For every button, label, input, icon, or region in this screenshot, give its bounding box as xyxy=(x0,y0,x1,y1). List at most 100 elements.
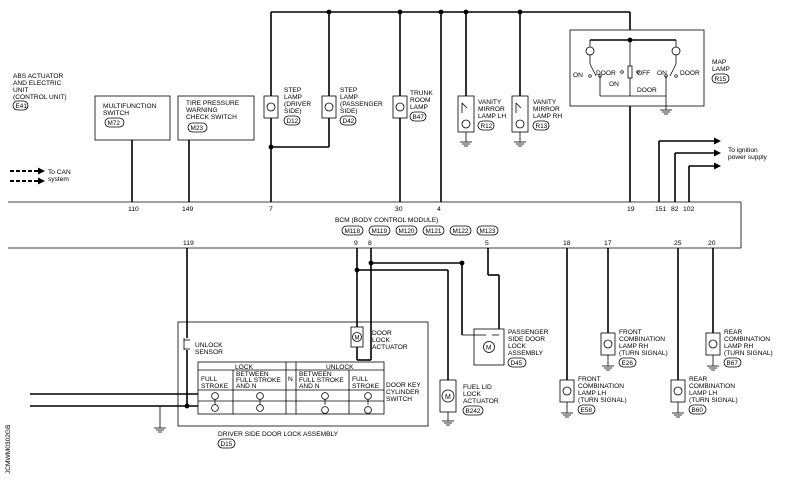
svg-text:BETWEEN: BETWEEN xyxy=(299,371,332,378)
svg-text:UNIT: UNIT xyxy=(13,87,28,94)
trunk-connector: B47 xyxy=(413,114,425,121)
pass-door-connector: D45 xyxy=(511,360,523,367)
passenger-door-lock-assembly: M PASSENGER SIDE DOOR LOCK ASSEMBLY D45 xyxy=(461,248,549,368)
bulb-icon xyxy=(324,102,334,112)
step-lamp-driver: STEP LAMP (DRIVER SIDE) D12 xyxy=(263,12,311,202)
svg-text:SIDE): SIDE) xyxy=(284,108,302,115)
pin-number: 102 xyxy=(683,206,695,213)
svg-text:LAMP RH: LAMP RH xyxy=(724,343,753,350)
ground-icon xyxy=(442,420,454,426)
rear-combination-lamp-rh: REAR COMBINATION LAMP RH (TURN SIGNAL) B… xyxy=(705,248,773,371)
svg-text:TIRE PRESSURE: TIRE PRESSURE xyxy=(186,100,240,107)
ground-icon xyxy=(707,365,719,371)
vanity-mirror-lamp-rh: VANITY MIRROR LAMP RH R13 xyxy=(511,12,562,147)
svg-text:ON: ON xyxy=(573,72,583,79)
svg-text:FULL STROKE: FULL STROKE xyxy=(236,377,281,384)
vanity-rh-connector: R13 xyxy=(536,123,548,130)
svg-text:FUEL LID: FUEL LID xyxy=(463,384,492,391)
svg-text:(DRIVER: (DRIVER xyxy=(284,101,311,108)
svg-text:DOOR KEY: DOOR KEY xyxy=(386,382,421,389)
top-pin-numbers: 110 149 7 30 4 19 151 82 102 xyxy=(128,206,695,213)
svg-text:(CONTROL UNIT): (CONTROL UNIT) xyxy=(13,94,67,101)
arrow-icon xyxy=(38,167,45,175)
pin-number: 151 xyxy=(655,206,667,213)
svg-text:ON: ON xyxy=(657,70,667,77)
svg-text:PASSENGER: PASSENGER xyxy=(508,329,549,336)
motor-letter: M xyxy=(355,336,360,342)
svg-text:SIDE DOOR: SIDE DOOR xyxy=(508,336,545,343)
fuel-connector: B242 xyxy=(466,408,481,415)
svg-text:LAMP LH: LAMP LH xyxy=(578,390,606,397)
bulb-icon xyxy=(603,339,613,349)
ground-icon xyxy=(602,365,614,371)
svg-text:SWITCH: SWITCH xyxy=(386,396,412,403)
pin-number: 119 xyxy=(183,240,194,247)
bcm-connector: M122 xyxy=(453,228,469,235)
svg-text:VANITY: VANITY xyxy=(478,99,502,106)
motor-icon xyxy=(352,332,362,342)
svg-text:ROOM: ROOM xyxy=(410,97,431,104)
svg-text:FRONT: FRONT xyxy=(578,376,601,383)
svg-text:LAMP: LAMP xyxy=(284,94,303,101)
ground-icon xyxy=(154,427,166,433)
abs-actuator-label: ABS ACTUATOR AND ELECTRIC UNIT (CONTROL … xyxy=(12,73,67,111)
svg-text:FULL: FULL xyxy=(352,376,368,383)
svg-text:power supply: power supply xyxy=(728,154,768,161)
arrow-icon xyxy=(714,137,721,145)
ground-icon xyxy=(460,141,472,147)
svg-text:LAMP: LAMP xyxy=(410,104,429,111)
svg-text:LOCK: LOCK xyxy=(508,343,527,350)
svg-text:MIRROR: MIRROR xyxy=(533,106,560,113)
front-combination-lamp-lh: FRONT COMBINATION LAMP LH (TURN SIGNAL) … xyxy=(559,248,627,418)
bcm-connector: M121 xyxy=(426,228,442,235)
bulb-icon xyxy=(515,119,525,129)
rear-rh-connector: B67 xyxy=(727,360,739,367)
pin-number: 17 xyxy=(604,240,612,247)
pin-number: 5 xyxy=(485,240,489,247)
svg-text:MAP: MAP xyxy=(712,59,727,66)
bcm-module: BCM (BODY CONTROL MODULE) M118 M119 M120… xyxy=(8,201,742,249)
ground-icon xyxy=(561,412,573,418)
svg-text:LOCK: LOCK xyxy=(372,337,391,344)
svg-text:COMBINATION: COMBINATION xyxy=(724,336,770,343)
step-driver-connector: D12 xyxy=(287,118,299,125)
door-lock-connector: D15 xyxy=(221,441,233,448)
bulb-icon xyxy=(562,386,572,396)
front-combination-lamp-rh: FRONT COMBINATION LAMP RH (TURN SIGNAL) … xyxy=(600,248,668,371)
multifunction-connector: M72 xyxy=(108,120,121,127)
svg-text:SIDE): SIDE) xyxy=(340,108,358,115)
svg-text:DRIVER SIDE DOOR LOCK ASSEMBLY: DRIVER SIDE DOOR LOCK ASSEMBLY xyxy=(218,431,339,438)
pin-number: 7 xyxy=(269,206,273,213)
svg-text:UNLOCK: UNLOCK xyxy=(195,342,223,349)
pin-number: 4 xyxy=(437,206,441,213)
arrow-icon xyxy=(714,162,721,170)
pin-number: 18 xyxy=(563,240,571,247)
svg-text:LOCK: LOCK xyxy=(463,391,482,398)
svg-text:DOOR: DOOR xyxy=(596,70,616,77)
svg-text:(PASSENGER: (PASSENGER xyxy=(340,101,383,108)
motor-letter: M xyxy=(486,345,491,352)
svg-text:STEP: STEP xyxy=(284,87,302,94)
pin-number: 82 xyxy=(671,206,679,213)
svg-text:LAMP LH: LAMP LH xyxy=(689,390,717,397)
svg-text:COMBINATION: COMBINATION xyxy=(689,383,735,390)
svg-text:ASSEMBLY: ASSEMBLY xyxy=(508,350,544,357)
svg-text:DOOR: DOOR xyxy=(680,70,700,77)
svg-text:ON: ON xyxy=(609,81,619,88)
diagram-code: JCMWM0302GB xyxy=(5,424,12,474)
abs-connector: E41 xyxy=(16,103,28,110)
svg-text:N: N xyxy=(288,376,293,383)
can-arrows: To CAN system xyxy=(10,167,71,185)
svg-text:WARNING: WARNING xyxy=(186,107,218,114)
motor-icon xyxy=(441,389,455,403)
arrow-icon xyxy=(38,177,45,185)
svg-text:DOOR: DOOR xyxy=(637,87,657,94)
top-bus xyxy=(271,9,630,15)
svg-text:CHECK SWITCH: CHECK SWITCH xyxy=(186,114,237,121)
pin-number: 19 xyxy=(627,206,635,213)
tire-pressure-switch: TIRE PRESSURE WARNING CHECK SWITCH M23 xyxy=(177,95,255,202)
svg-text:(TURN SIGNAL): (TURN SIGNAL) xyxy=(619,350,668,357)
pin-number: 9 xyxy=(354,240,358,247)
svg-text:LAMP RH: LAMP RH xyxy=(533,113,562,120)
ground-icon xyxy=(514,141,526,147)
